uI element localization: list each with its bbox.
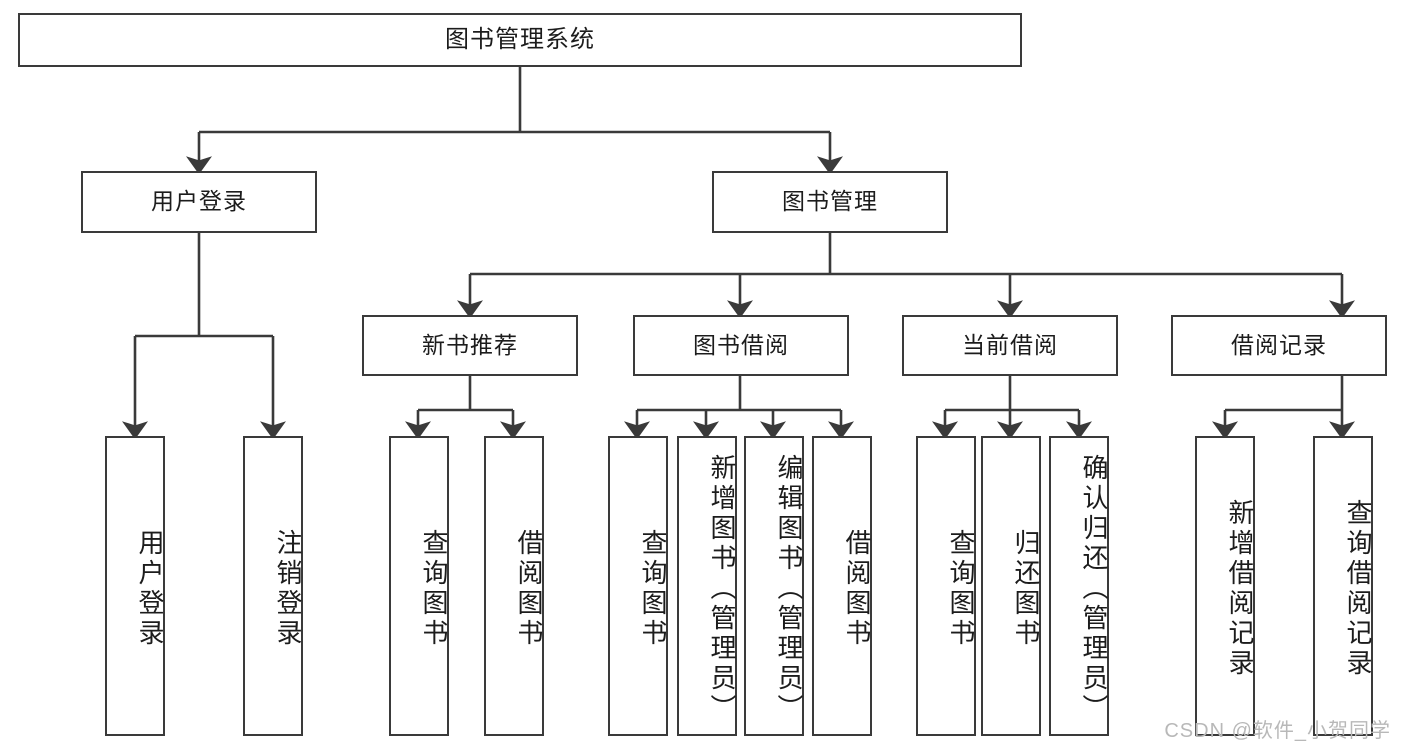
leaf-confirm-return-admin[interactable]: 确认归还（管理员）: [1049, 436, 1109, 736]
leaf-query-book-recommend[interactable]: 查询图书: [389, 436, 449, 736]
leaf-edit-book-admin[interactable]: 编辑图书（管理员）: [744, 436, 804, 736]
node-current-borrow[interactable]: 当前借阅: [902, 315, 1118, 376]
node-book-borrow[interactable]: 图书借阅: [633, 315, 849, 376]
leaf-add-borrow-record[interactable]: 新增借阅记录: [1195, 436, 1255, 736]
leaf-add-book-admin[interactable]: 新增图书（管理员）: [677, 436, 737, 736]
node-book-management[interactable]: 图书管理: [712, 171, 948, 233]
leaf-borrow-book[interactable]: 借阅图书: [812, 436, 872, 736]
node-borrow-record[interactable]: 借阅记录: [1171, 315, 1387, 376]
leaf-return-book[interactable]: 归还图书: [981, 436, 1041, 736]
leaf-query-book-current[interactable]: 查询图书: [916, 436, 976, 736]
leaf-query-book-borrow[interactable]: 查询图书: [608, 436, 668, 736]
csdn-watermark: CSDN @软件_小贺同学: [1164, 720, 1391, 742]
leaf-logout[interactable]: 注销登录: [243, 436, 303, 736]
node-user-login[interactable]: 用户登录: [81, 171, 317, 233]
leaf-user-login[interactable]: 用户登录: [105, 436, 165, 736]
leaf-query-borrow-record[interactable]: 查询借阅记录: [1313, 436, 1373, 736]
leaf-borrow-book-recommend[interactable]: 借阅图书: [484, 436, 544, 736]
node-root-system[interactable]: 图书管理系统: [18, 13, 1022, 67]
node-new-book-recommend[interactable]: 新书推荐: [362, 315, 578, 376]
